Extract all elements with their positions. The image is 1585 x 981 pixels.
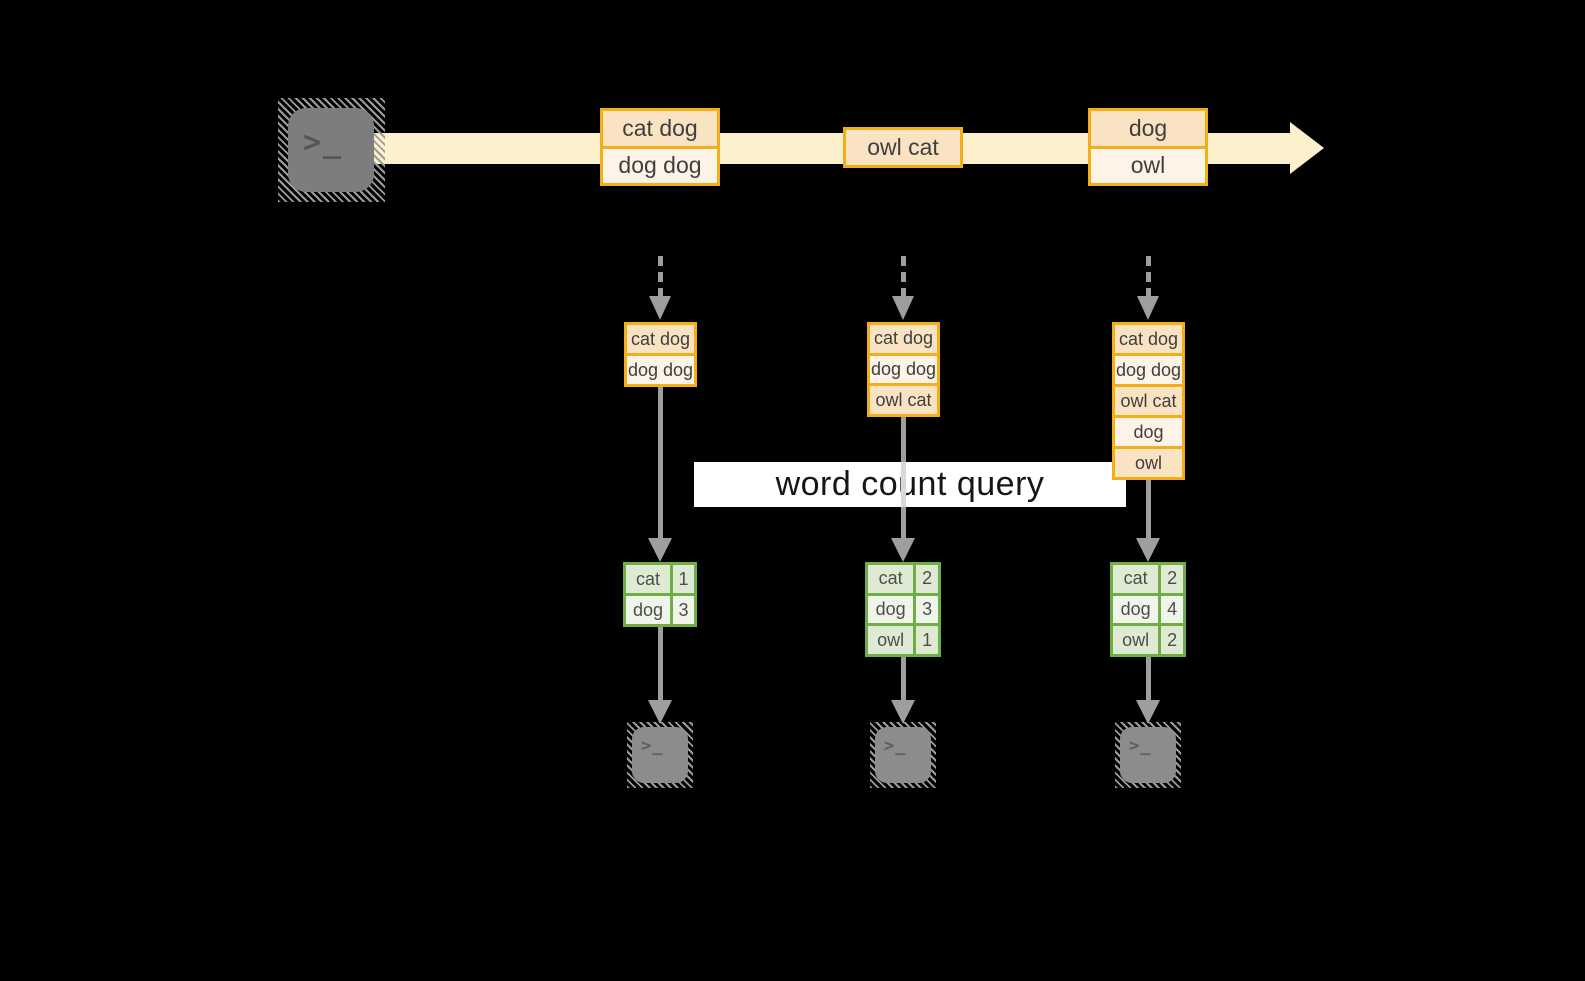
input-item: dog [1115,418,1182,446]
count-cell: 2 [1161,565,1183,593]
count-cell: 1 [916,626,938,654]
stream-item: dog [1091,111,1205,146]
word-count-table-1: cat 1 dog 3 [623,562,697,627]
arrow-line [1146,479,1151,540]
word-count-table-3: cat 2 dog 4 owl 2 [1110,562,1186,657]
terminal-body: >_ [288,108,374,192]
arrow-line [1146,657,1151,702]
stream-item: owl [1091,148,1205,183]
terminal-body: >_ [875,727,931,783]
input-item: cat dog [1115,325,1182,353]
stream-batch-2: owl cat [843,127,963,168]
input-item: cat dog [627,325,694,353]
word-cell: cat [868,565,914,593]
input-table-1: cat dog dog dog [624,322,697,387]
stream-item: dog dog [603,148,717,183]
word-cell: owl [868,626,914,654]
word-cell: dog [868,595,914,624]
stream-item: cat dog [603,111,717,146]
word-count-table-2: cat 2 dog 3 owl 1 [865,562,941,657]
input-item: cat dog [870,325,937,353]
arrow-head-icon [891,700,915,724]
input-item: owl cat [1115,387,1182,415]
word-cell: dog [626,596,671,624]
prompt-glyph-icon: >_ [641,736,664,756]
arrow-line [658,386,663,540]
input-item: dog dog [627,356,694,384]
count-cell: 2 [1161,626,1183,654]
word-cell: cat [626,565,671,593]
arrow-head-icon [648,700,672,724]
terminal-body: >_ [632,727,688,783]
arrow-line [658,627,663,702]
stream-item: owl cat [846,130,960,165]
terminal-source-icon: >_ [278,98,385,202]
input-item: dog dog [870,355,937,384]
input-table-3: cat dog dog dog owl cat dog owl [1112,322,1185,480]
prompt-glyph-icon: >_ [1129,736,1152,756]
dashed-arrow-line [658,256,663,298]
count-cell: 2 [916,565,938,593]
stream-batch-3: dog owl [1088,108,1208,186]
word-cell: dog [1113,595,1159,624]
arrow-head-icon [1136,700,1160,724]
stream-arrow-head-icon [1290,122,1324,174]
input-item: owl cat [870,386,937,415]
prompt-glyph-icon: >_ [884,736,907,756]
arrow-head-icon [1136,538,1160,562]
word-cell: cat [1113,565,1159,593]
terminal-sink-icon: >_ [870,722,936,788]
query-label-band: word count query [694,462,1126,507]
terminal-sink-icon: >_ [1115,722,1181,788]
input-item: owl [1115,449,1182,477]
dashed-arrow-line [901,256,906,298]
count-cell: 4 [1161,595,1183,624]
query-label: word count query [775,465,1045,503]
arrow-head-icon [648,538,672,562]
dashed-arrow-line [1146,256,1151,298]
arrow-head-icon [891,538,915,562]
arrow-line [901,657,906,702]
count-cell: 1 [673,565,694,593]
terminal-body: >_ [1120,727,1176,783]
stream-batch-1: cat dog dog dog [600,108,720,186]
dashed-arrow-head-icon [892,296,914,320]
terminal-sink-icon: >_ [627,722,693,788]
count-cell: 3 [916,595,938,624]
dashed-arrow-head-icon [649,296,671,320]
input-table-2: cat dog dog dog owl cat [867,322,940,417]
arrow-line-through-label [901,462,906,507]
word-cell: owl [1113,626,1159,654]
dashed-arrow-head-icon [1137,296,1159,320]
prompt-glyph-icon: >_ [303,125,344,160]
count-cell: 3 [673,596,694,624]
input-item: dog dog [1115,356,1182,384]
